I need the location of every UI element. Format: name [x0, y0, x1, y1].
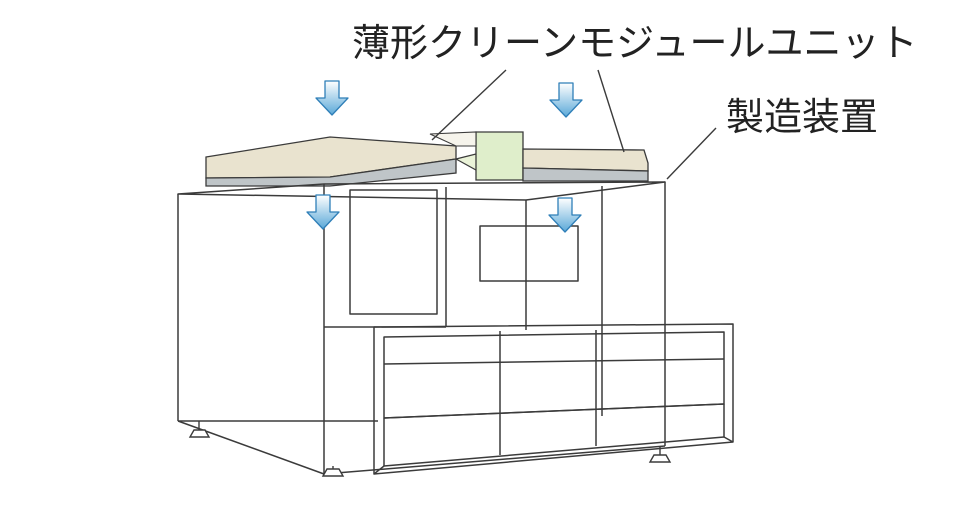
foot-right: [648, 446, 672, 463]
foot-center: [321, 466, 345, 477]
left-window: [349, 189, 438, 315]
module-leader-left: [431, 69, 507, 141]
right-panel-bottom-layer: [522, 167, 649, 182]
lower-cabinet: [373, 323, 734, 475]
module-label: 薄形クリーンモジュールユニット: [352, 21, 918, 65]
left-panel-bottom-layer: [205, 158, 457, 187]
down-arrow-icon: [548, 197, 582, 233]
center-box-back: [429, 131, 477, 147]
device-label: 製造装置: [726, 95, 879, 139]
manufacturing-device: [177, 181, 734, 477]
center-window: [479, 225, 579, 282]
foot-left: [188, 421, 211, 438]
down-arrow-icon: [549, 82, 583, 118]
device-floor: [177, 420, 666, 475]
leader-lines: [431, 69, 717, 180]
module-leader-right: [597, 69, 625, 153]
thin-clean-module-unit: [205, 131, 649, 187]
device-leader: [666, 127, 717, 180]
down-arrow-icon: [306, 194, 340, 230]
right-panel-top-layer: [522, 148, 649, 172]
down-arrow-icon: [315, 80, 349, 116]
center-box: [475, 131, 524, 181]
device-feet: [188, 421, 672, 477]
